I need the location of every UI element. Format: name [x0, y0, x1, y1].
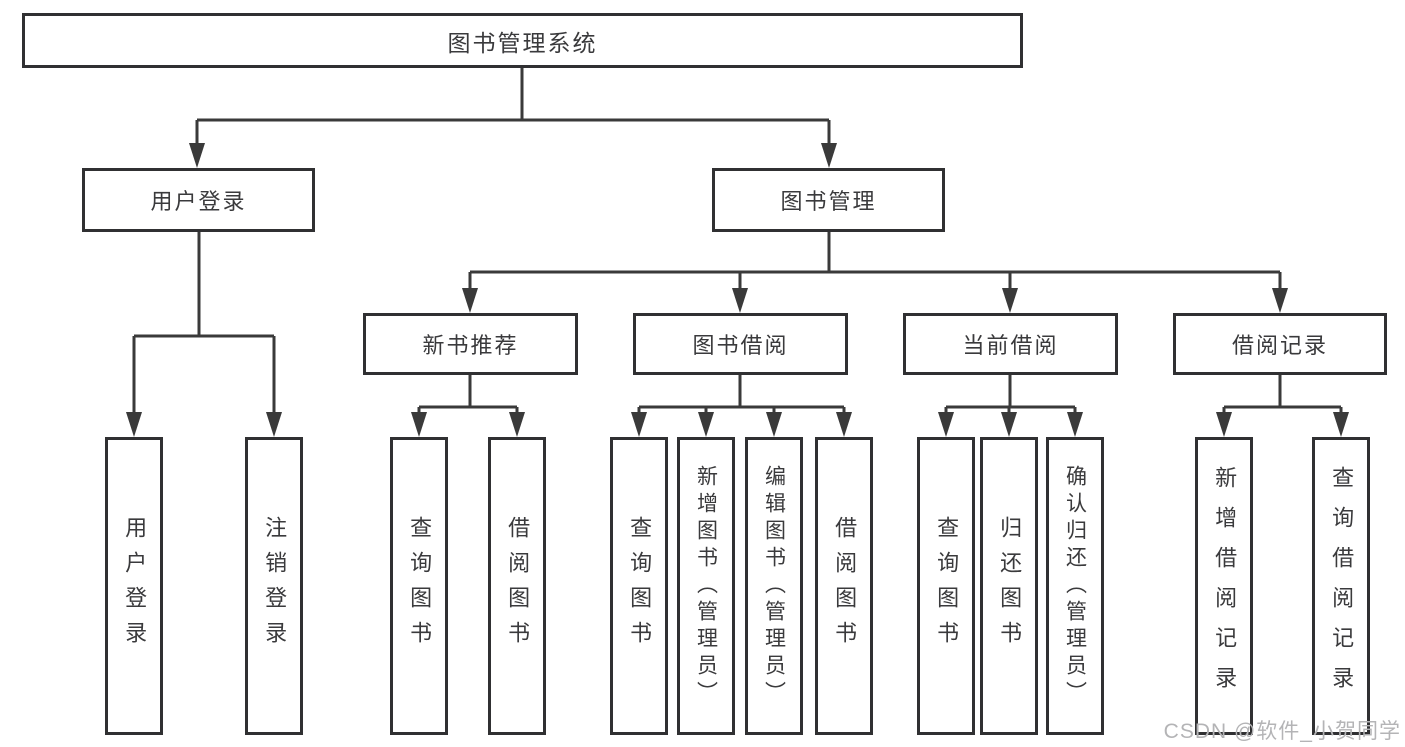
leaf-current-return-book-label: 归还图书	[997, 516, 1023, 656]
leaf-borrow-query-book-label: 查询图书	[627, 516, 653, 656]
leaf-logout: 注销登录	[245, 437, 303, 735]
node-current-borrow-label: 当前借阅	[962, 333, 1059, 358]
node-current-borrow: 当前借阅	[903, 313, 1118, 375]
leaf-borrow-add-book-admin: 新增图书（管理员）	[677, 437, 735, 735]
leaf-current-confirm-return-admin: 确认归还（管理员）	[1046, 437, 1104, 735]
leaf-records-add-record-label: 新增借阅记录	[1212, 466, 1238, 706]
leaf-records-query-record: 查询借阅记录	[1312, 437, 1370, 735]
node-new-book-recommend: 新书推荐	[363, 313, 578, 375]
arrowheads	[126, 143, 1349, 437]
leaf-borrow-query-book: 查询图书	[610, 437, 668, 735]
leaf-borrow-add-book-admin-label: 新增图书（管理员）	[694, 464, 718, 708]
node-book-borrow: 图书借阅	[633, 313, 848, 375]
leaf-borrow-borrow-book-label: 借阅图书	[832, 516, 858, 656]
node-root: 图书管理系统	[22, 13, 1023, 68]
leaf-current-query-book-label: 查询图书	[934, 516, 960, 656]
node-user-login: 用户登录	[82, 168, 315, 232]
leaf-recommend-borrow-book: 借阅图书	[488, 437, 546, 735]
leaf-borrow-edit-book-admin-label: 编辑图书（管理员）	[762, 464, 786, 708]
node-book-management: 图书管理	[712, 168, 945, 232]
node-borrow-records: 借阅记录	[1173, 313, 1387, 375]
leaf-user-login-label: 用户登录	[122, 516, 148, 656]
leaf-recommend-borrow-book-label: 借阅图书	[505, 516, 531, 656]
leaf-borrow-borrow-book: 借阅图书	[815, 437, 873, 735]
node-root-label: 图书管理系统	[447, 29, 598, 56]
leaf-recommend-query-book: 查询图书	[390, 437, 448, 735]
leaf-records-add-record: 新增借阅记录	[1195, 437, 1253, 735]
leaf-records-query-record-label: 查询借阅记录	[1329, 466, 1355, 706]
csdn-watermark: CSDN @软件_小贺同学	[1163, 720, 1401, 743]
leaf-logout-label: 注销登录	[262, 516, 288, 656]
node-book-management-label: 图书管理	[780, 189, 877, 214]
leaf-borrow-edit-book-admin: 编辑图书（管理员）	[745, 437, 803, 735]
leaf-user-login: 用户登录	[105, 437, 163, 735]
node-book-borrow-label: 图书借阅	[692, 333, 789, 358]
node-borrow-records-label: 借阅记录	[1231, 333, 1328, 358]
node-new-book-recommend-label: 新书推荐	[422, 333, 519, 358]
leaf-current-confirm-return-admin-label: 确认归还（管理员）	[1063, 464, 1087, 708]
leaf-current-return-book: 归还图书	[980, 437, 1038, 735]
node-user-login-label: 用户登录	[150, 189, 247, 214]
leaf-recommend-query-book-label: 查询图书	[407, 516, 433, 656]
leaf-current-query-book: 查询图书	[917, 437, 975, 735]
